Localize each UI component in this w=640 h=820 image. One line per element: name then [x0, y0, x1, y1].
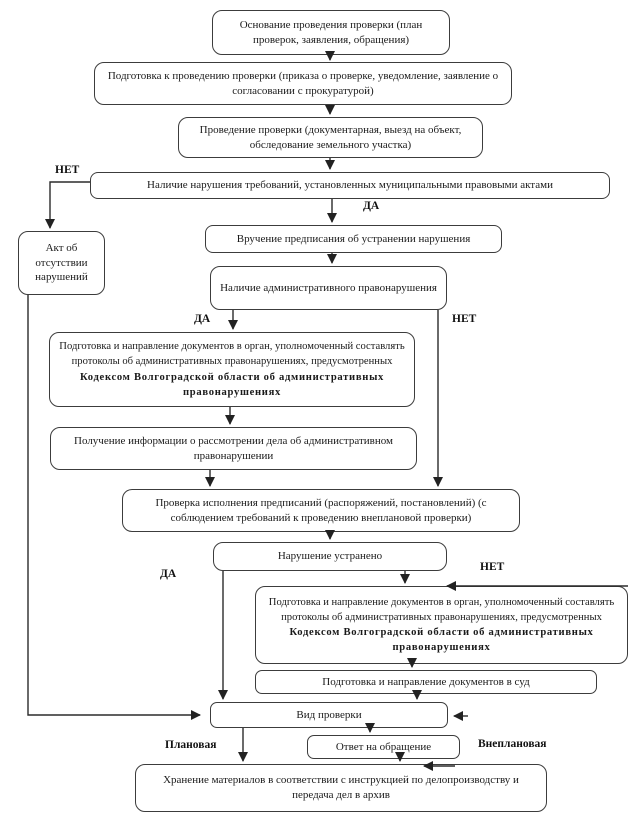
- label-unplanned: Внеплановая: [478, 738, 547, 750]
- label-no-top: НЕТ: [55, 164, 80, 176]
- node-inspection-preparation-label: Подготовка к проведению проверки (приказ…: [107, 69, 499, 97]
- node-documents-to-authority-1-label: Подготовка и направление документов в ор…: [59, 341, 405, 398]
- node-inspection-execution: Проведение проверки (документарная, выез…: [178, 117, 483, 158]
- node-administrative-offense-label: Наличие административного правонарушения: [220, 281, 437, 294]
- node-administrative-offense: Наличие административного правонарушения: [210, 266, 447, 310]
- node-prescription-compliance-check: Проверка исполнения предписаний (распоря…: [122, 489, 520, 532]
- label-yes-middle: ДА: [194, 313, 211, 325]
- node-archive-storage: Хранение материалов в соответствии с инс…: [135, 764, 547, 812]
- label-yes-lower: ДА: [160, 568, 177, 580]
- node-appeal-response: Ответ на обращение: [307, 735, 460, 759]
- node-documents-to-authority-2-label: Подготовка и направление документов в ор…: [268, 596, 615, 654]
- node-no-violation-act: Акт об отсутствии нарушений: [18, 231, 105, 295]
- node-case-review-info: Получение информации о рассмотрении дела…: [50, 427, 417, 470]
- node-case-review-info-label: Получение информации о рассмотрении дела…: [74, 434, 393, 462]
- node-documents-to-authority-1: Подготовка и направление документов в ор…: [49, 332, 415, 407]
- node-inspection-execution-label: Проведение проверки (документарная, выез…: [199, 123, 462, 151]
- node-violation-found: Наличие нарушения требований, установлен…: [90, 172, 610, 199]
- label-no-middle: НЕТ: [452, 313, 477, 325]
- node-inspection-type-label: Вид проверки: [296, 708, 362, 721]
- node-documents-to-court: Подготовка и направление документов в су…: [255, 670, 597, 694]
- node-violation-eliminated: Нарушение устранено: [213, 542, 447, 571]
- node-no-violation-act-label: Акт об отсутствии нарушений: [35, 242, 88, 284]
- node-prescription-delivery-label: Вручение предписания об устранении наруш…: [236, 232, 471, 245]
- node-inspection-preparation: Подготовка к проведению проверки (приказ…: [94, 62, 512, 105]
- label-yes-top: ДА: [363, 200, 380, 212]
- node-documents-to-court-label: Подготовка и направление документов в су…: [322, 675, 530, 688]
- node-inspection-basis: Основание проведения проверки (план пров…: [212, 10, 450, 55]
- node-archive-storage-label: Хранение материалов в соответствии с инс…: [163, 774, 519, 801]
- node-inspection-type: Вид проверки: [210, 702, 448, 728]
- label-planned: Плановая: [165, 739, 217, 751]
- label-no-lower: НЕТ: [480, 561, 505, 573]
- node-appeal-response-label: Ответ на обращение: [335, 740, 432, 753]
- node-inspection-basis-label: Основание проведения проверки (план пров…: [239, 18, 423, 46]
- node-documents-to-authority-2: Подготовка и направление документов в ор…: [255, 586, 628, 664]
- node-violation-eliminated-label: Нарушение устранено: [277, 550, 383, 563]
- edge-nalich-akt-net: [45, 181, 90, 229]
- node-prescription-compliance-check-label: Проверка исполнения предписаний (распоря…: [155, 496, 487, 524]
- node-violation-found-label: Наличие нарушения требований, установлен…: [147, 179, 553, 192]
- node-prescription-delivery: Вручение предписания об устранении наруш…: [205, 225, 502, 253]
